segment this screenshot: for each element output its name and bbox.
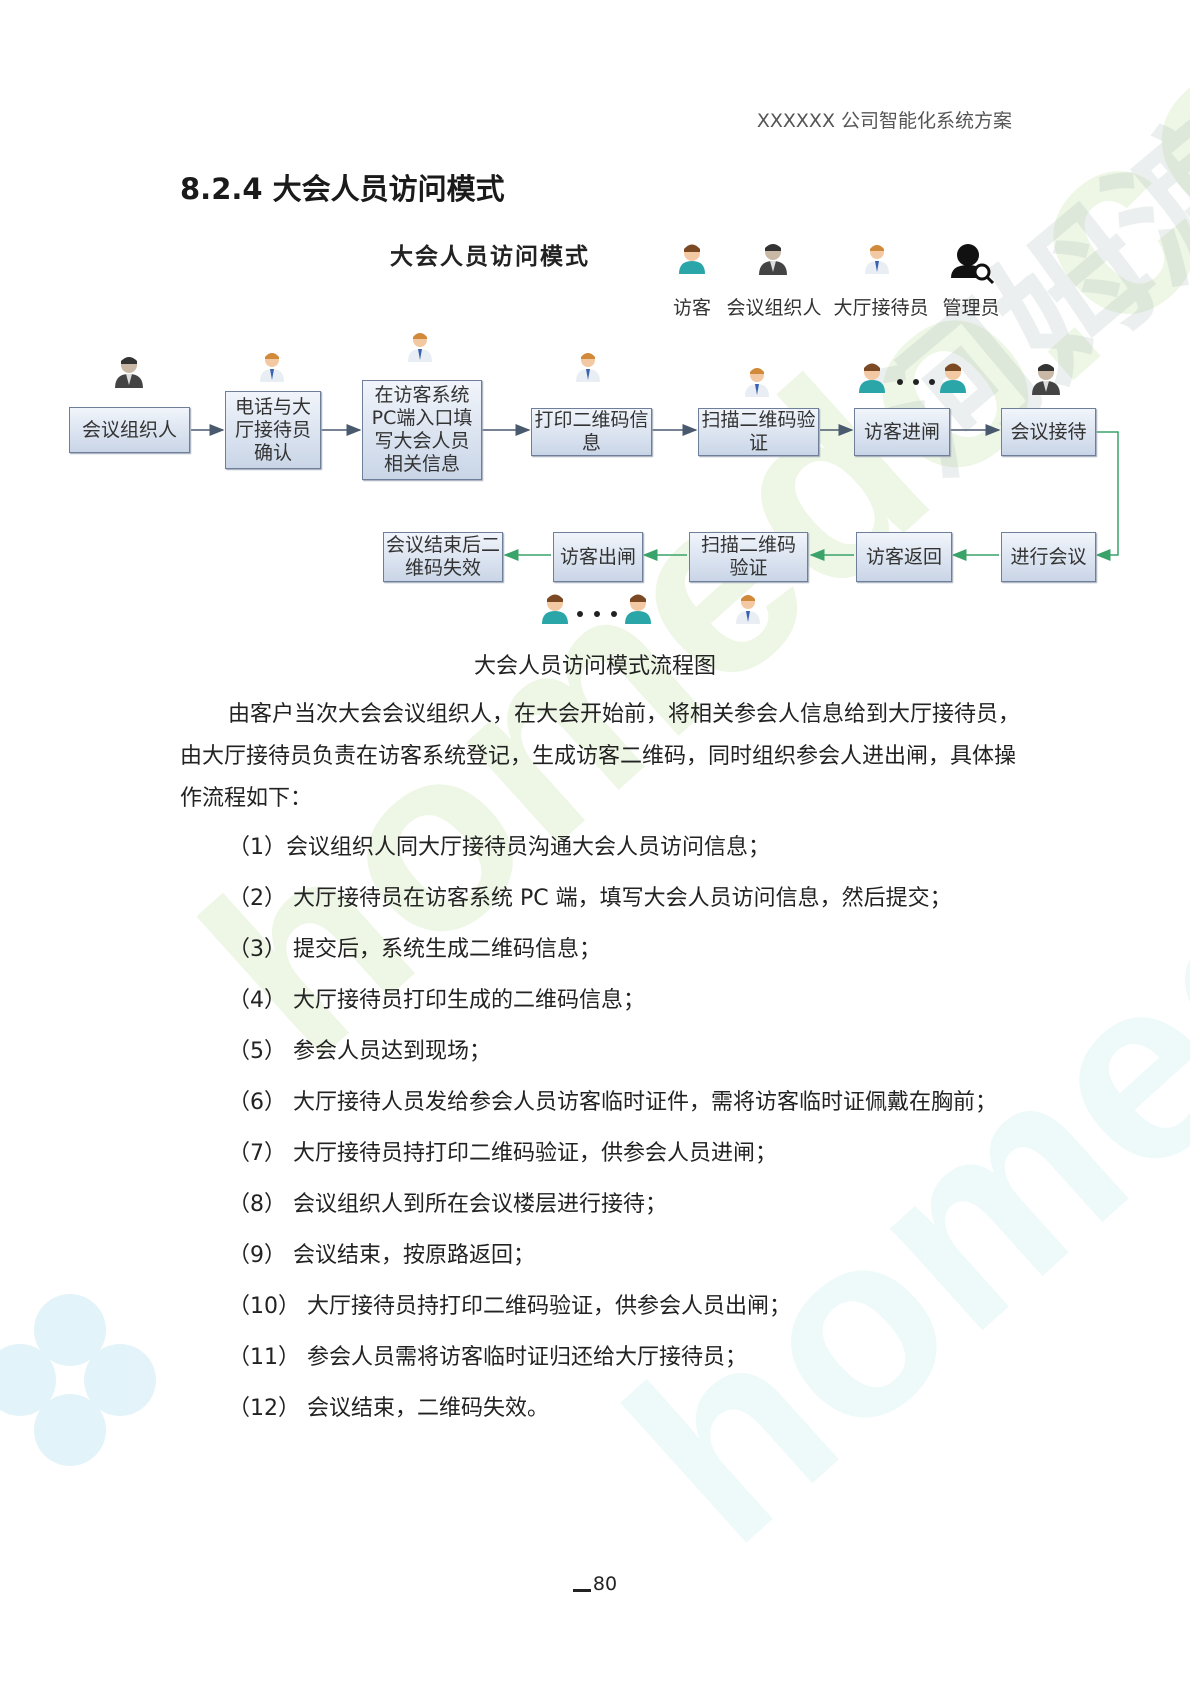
flowchart: 大会人员访问模式 (0, 0, 1190, 700)
document-header: XXXXXX 公司智能化系统方案 (756, 110, 1012, 132)
step-text: 参会人员需将访客临时证归还给大厅接待员； (307, 1345, 748, 1370)
list-item: （5） 参会人员达到现场； (228, 1031, 1028, 1072)
diagram-title: 大会人员访问模式 (390, 243, 590, 270)
step-number: （1） (228, 835, 286, 860)
legend-organizer-icon (759, 244, 787, 275)
step-text: 会议组织人到所在会议楼层进行接待； (293, 1192, 668, 1217)
step-number: （4） (228, 988, 293, 1013)
legend-admin-icon (951, 244, 995, 285)
legend-visitor-label: 访客 (672, 297, 711, 319)
step-box-enter-gate: 访客进闸 (854, 408, 950, 456)
step-box-scan-qr-return: 扫描二维码验证 (689, 532, 808, 582)
legend-receptionist-label: 大厅接待员 (833, 297, 929, 319)
list-item: （9） 会议结束，按原路返回； (228, 1235, 1028, 1276)
step-box-exit-gate: 访客出闸 (553, 532, 643, 582)
list-item: （1）会议组织人同大厅接待员沟通大会人员访问信息； (228, 827, 1028, 868)
actor-visitors-icon (859, 363, 966, 393)
step-text: 会议组织人同大厅接待员沟通大会人员访问信息； (286, 835, 771, 860)
legend-admin-label: 管理员 (942, 297, 1000, 319)
connector-arrow (1095, 431, 1119, 561)
list-item: （8） 会议组织人到所在会议楼层进行接待； (228, 1184, 1028, 1225)
step-box-qr-expire: 会议结束后二维码失效 (383, 532, 503, 582)
step-number: （3） (228, 937, 293, 962)
list-item: （2） 大厅接待员在访客系统 PC 端，填写大会人员访问信息，然后提交； (228, 878, 1028, 919)
list-item: （10） 大厅接待员持打印二维码验证，供参会人员出闸； (228, 1286, 1028, 1327)
step-text: 会议结束，二维码失效。 (307, 1396, 550, 1421)
step-text: 大厅接待员在访客系统 PC 端，填写大会人员访问信息，然后提交； (293, 886, 952, 911)
actor-receptionist-icon (576, 353, 600, 382)
step-text: 大厅接待员持打印二维码验证，供参会人员进闸； (293, 1141, 778, 1166)
step-number: （9） (228, 1243, 293, 1268)
step-box-reception: 会议接待 (1001, 408, 1096, 456)
list-item: （3） 提交后，系统生成二维码信息； (228, 929, 1028, 970)
actor-receptionist-icon (736, 595, 760, 624)
step-number: （8） (228, 1192, 293, 1217)
actor-receptionist-icon (408, 333, 432, 362)
step-box-organizer: 会议组织人 (69, 407, 190, 453)
flowchart-graphics (115, 244, 1119, 624)
step-text: 会议结束，按原路返回； (293, 1243, 536, 1268)
step-number: （5） (228, 1039, 293, 1064)
step-number: （12） (228, 1396, 307, 1421)
step-text: 大厅接待人员发给参会人员访客临时证件，需将访客临时证佩戴在胸前； (293, 1090, 998, 1115)
step-number: （11） (228, 1345, 307, 1370)
actor-receptionist-icon (745, 368, 769, 397)
legend-organizer-label: 会议组织人 (726, 297, 822, 319)
list-item: （6） 大厅接待人员发给参会人员访客临时证件，需将访客临时证佩戴在胸前； (228, 1082, 1028, 1123)
legend-receptionist-icon (865, 245, 889, 274)
step-number: （6） (228, 1090, 293, 1115)
legend-visitor-icon (679, 244, 705, 274)
actor-organizer-icon (115, 357, 143, 388)
figure-caption: 大会人员访问模式流程图 (473, 654, 716, 679)
step-number: （2） (228, 886, 293, 911)
step-text: 大厅接待员打印生成的二维码信息； (293, 988, 646, 1013)
step-text: 大厅接待员持打印二维码验证，供参会人员出闸； (307, 1294, 792, 1319)
actor-receptionist-icon (260, 353, 284, 382)
list-item: （11） 参会人员需将访客临时证归还给大厅接待员； (228, 1337, 1028, 1378)
watermark-flower (0, 1294, 156, 1466)
page-number: 80 (0, 1573, 1190, 1595)
step-list: （1）会议组织人同大厅接待员沟通大会人员访问信息； （2） 大厅接待员在访客系统… (228, 827, 1028, 1439)
step-text: 参会人员达到现场； (293, 1039, 492, 1064)
section-title: 8.2.4 大会人员访问模式 (180, 172, 505, 206)
step-box-visitor-return: 访客返回 (856, 532, 952, 582)
intro-paragraph: 由客户当次大会会议组织人，在大会开始前，将相关参会人信息给到大厅接待员，由大厅接… (180, 702, 1021, 811)
step-number: （7） (228, 1141, 293, 1166)
step-box-meeting: 进行会议 (1001, 532, 1096, 582)
actor-organizer-icon (1032, 364, 1060, 395)
page-number-value: 80 (592, 1573, 618, 1595)
step-box-scan-qr: 扫描二维码验证 (698, 408, 819, 456)
list-item: （4） 大厅接待员打印生成的二维码信息； (228, 980, 1028, 1021)
list-item: （7） 大厅接待员持打印二维码验证，供参会人员进闸； (228, 1133, 1028, 1174)
step-box-fill-info: 在访客系统PC端入口填写大会人员相关信息 (362, 380, 482, 480)
list-item: （12） 会议结束，二维码失效。 (228, 1388, 1028, 1429)
step-box-phone-confirm: 电话与大厅接待员确认 (225, 391, 321, 469)
step-text: 提交后，系统生成二维码信息； (293, 937, 602, 962)
actor-visitors-icon (542, 594, 651, 624)
step-number: （10） (228, 1294, 307, 1319)
step-box-print-qr: 打印二维码信息 (531, 408, 652, 456)
